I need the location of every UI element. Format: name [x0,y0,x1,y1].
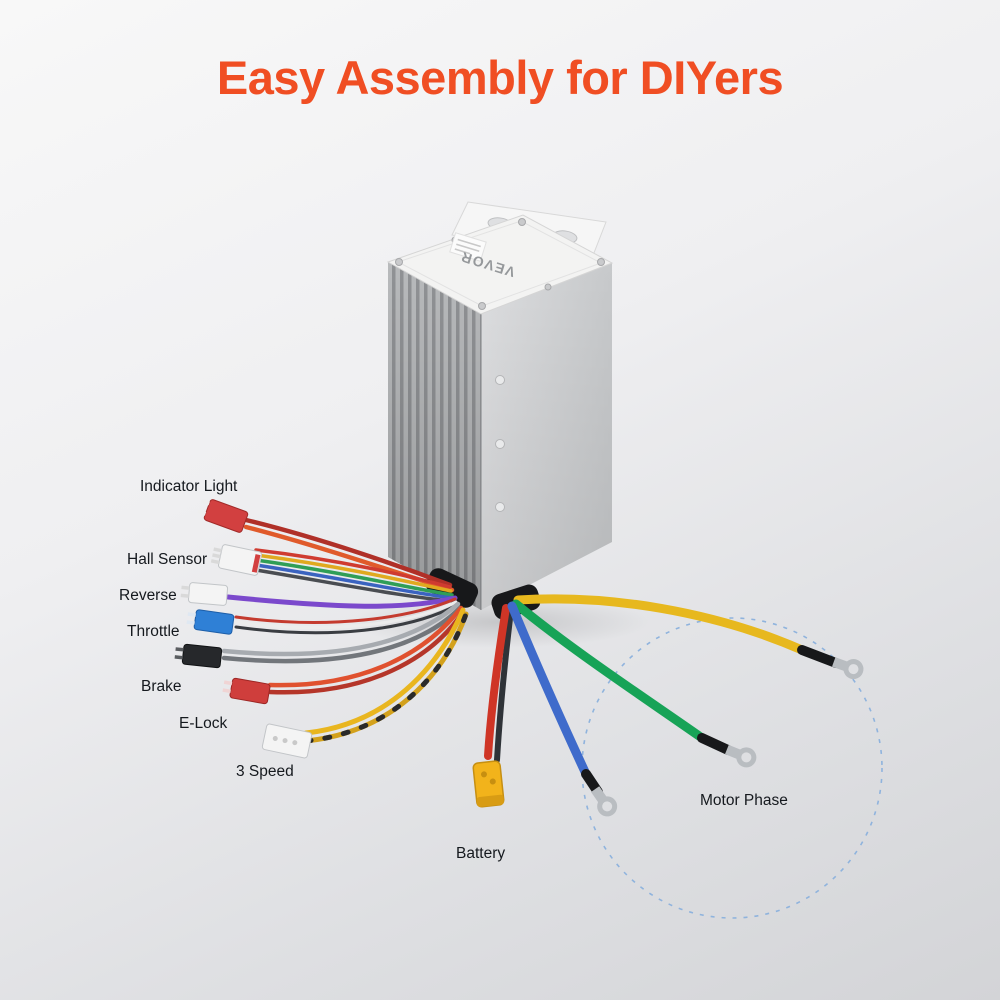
indicator-light-connector [197,498,249,533]
label-hall-sensor: Hall Sensor [127,551,208,568]
spec-sticker [449,232,487,262]
controller-body: VEVOR [386,214,614,620]
wire-motor-phase-yellow [513,594,841,668]
wire-hall-sensor [254,548,456,603]
e-lock-connector [222,677,271,705]
ring-terminal-blue [591,786,618,817]
label-indicator-light: Indicator Light [140,478,238,495]
side-screws [495,375,505,512]
label-brake: Brake [141,678,182,695]
hall-sensor-connector [210,544,262,576]
reverse-connector [180,582,229,606]
label-battery: Battery [456,845,506,862]
label-3-speed: 3 Speed [236,763,294,780]
wire-harness-left [221,517,469,744]
wire-harness-right [484,594,864,817]
wire-battery [484,604,514,763]
wire-e-lock [267,605,466,695]
wire-reverse [225,594,458,609]
3-speed-connector [261,723,313,759]
throttle-connector [186,609,235,635]
wire-brake [221,601,463,664]
wire-3-speed [303,607,469,744]
ring-terminal-yellow [832,657,864,680]
page-title: Easy Assembly for DIYers [216,51,784,104]
label-motor-phase: Motor Phase [700,792,788,809]
brake-connector [174,643,223,669]
motor-phase-highlight-circle [581,617,883,919]
label-reverse: Reverse [119,587,177,604]
controller-lid: VEVOR [386,214,614,315]
wire-motor-phase-green [511,599,733,755]
connectors [174,498,505,808]
label-throttle: Throttle [127,623,180,640]
label-e-lock: E-Lock [179,715,228,732]
wire-throttle [234,597,459,635]
ring-terminal-green [725,744,757,768]
battery-xt60-connector [472,760,505,808]
